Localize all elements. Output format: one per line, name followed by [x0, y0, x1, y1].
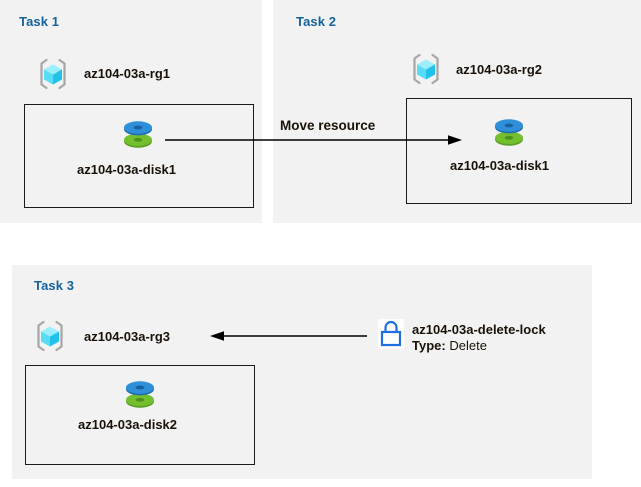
task3-resource-box [25, 365, 255, 465]
task1-resource-box [24, 104, 254, 208]
managed-disk-icon [120, 374, 160, 414]
lock-icon [378, 319, 404, 349]
task3-panel [12, 265, 592, 479]
delete-lock-name: az104-03a-delete-lock [412, 322, 546, 337]
resource-group-icon [36, 57, 70, 91]
delete-lock-info: az104-03a-delete-lock Type: Delete [412, 322, 546, 354]
task2-disk-label: az104-03a-disk1 [450, 158, 550, 173]
move-resource-label: Move resource [280, 118, 376, 133]
resource-group-icon [409, 52, 443, 86]
task2-title: Task 2 [296, 14, 337, 29]
task1-rg-label: az104-03a-rg1 [84, 66, 170, 81]
delete-lock-type-label: Type: [412, 338, 446, 353]
resource-group-icon [33, 319, 67, 353]
move-resource-arrow [165, 128, 465, 152]
task2-panel [273, 0, 641, 223]
task1-panel [0, 0, 262, 223]
managed-disk-icon [118, 114, 158, 154]
apply-lock-arrow [209, 325, 369, 347]
task1-title: Task 1 [19, 14, 60, 29]
task3-disk-label: az104-03a-disk2 [78, 417, 178, 432]
task2-resource-box [406, 98, 632, 204]
task3-rg-label: az104-03a-rg3 [84, 329, 170, 344]
managed-disk-icon [489, 112, 529, 152]
delete-lock-type-value: Delete [449, 338, 487, 353]
task1-disk-label: az104-03a-disk1 [77, 162, 177, 177]
task2-rg-label: az104-03a-rg2 [456, 62, 542, 77]
delete-lock-type: Type: Delete [412, 338, 546, 354]
task3-title: Task 3 [34, 278, 75, 293]
